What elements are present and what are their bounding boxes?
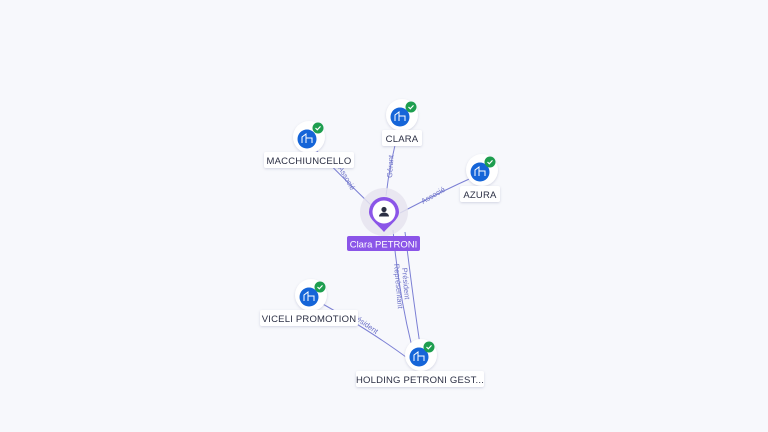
edge-label-associe-2: Associé (420, 185, 447, 206)
building-icon (390, 107, 410, 127)
verified-badge-icon (405, 101, 417, 113)
edge-label-representant: Représentant (392, 263, 405, 310)
edge-viceli (311, 297, 411, 361)
verified-badge-icon (484, 156, 496, 168)
company-node-viceli-promotion[interactable]: VICELI PROMOTION (260, 279, 358, 326)
company-label: VICELI PROMOTION (262, 314, 357, 325)
company-node-macchiuncello[interactable]: MACCHIUNCELLO (264, 121, 354, 168)
company-label: HOLDING PETRONI GEST... (356, 375, 484, 386)
edge-label-associe-1: Associé (336, 165, 357, 192)
building-icon (470, 162, 490, 182)
company-label: CLARA (386, 134, 419, 145)
person-label: Clara PETRONI (350, 240, 418, 251)
edge-label-gerant: Gérant (385, 154, 396, 178)
verified-badge-icon (314, 281, 326, 293)
company-label: MACCHIUNCELLO (267, 156, 352, 167)
verified-badge-icon (423, 341, 435, 353)
person-node-clara-petroni[interactable]: Clara PETRONI (347, 188, 420, 251)
verified-badge-icon (312, 122, 324, 134)
building-icon (409, 347, 429, 367)
company-label: AZURA (463, 190, 497, 201)
company-node-holding-petroni[interactable]: HOLDING PETRONI GEST... (356, 339, 484, 387)
company-node-azura[interactable]: AZURA (460, 154, 500, 202)
person-icon (379, 206, 389, 217)
building-icon (297, 129, 317, 149)
edge-label-president-1: Président (400, 267, 412, 300)
building-icon (299, 287, 319, 307)
company-node-clara[interactable]: CLARA (382, 99, 422, 146)
